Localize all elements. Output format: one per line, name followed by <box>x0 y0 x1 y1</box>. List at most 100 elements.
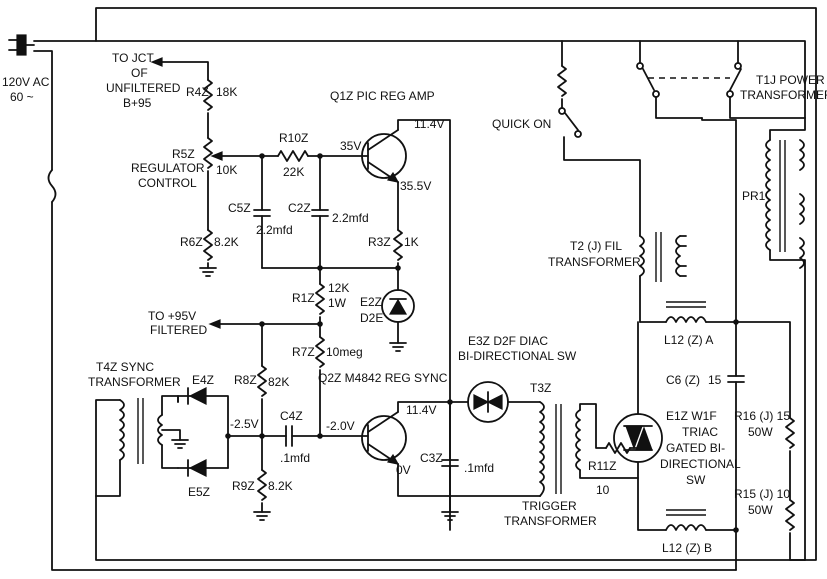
t3-label-2: TRANSFORMER <box>504 514 597 528</box>
r3-value: 1K <box>404 235 419 249</box>
r5-ref: R5Z <box>172 147 195 161</box>
t3-label-1: TRIGGER <box>522 499 577 513</box>
ground-icon <box>389 342 407 352</box>
r10-resistor-icon <box>277 150 309 162</box>
r15-ref: R15 (J) 10 <box>734 487 790 501</box>
t1-transformer-icon <box>765 139 771 251</box>
e2-type: D2E <box>360 311 383 325</box>
r6-ref: R6Z <box>180 235 203 249</box>
t3-ref: T3Z <box>530 381 551 395</box>
r11-ref: R11Z <box>588 459 616 473</box>
r9-ref: R9Z <box>232 479 255 493</box>
r10-ref: R10Z <box>279 131 308 145</box>
e1-label-2: TRIAC <box>682 425 718 439</box>
r11-resistor-icon <box>605 442 631 454</box>
e1-label-4: DIRECTIONAL <box>660 457 741 471</box>
e1-label-5: SW <box>686 473 706 487</box>
ground-icon <box>253 511 271 521</box>
t2-transformer-icon <box>639 235 645 277</box>
e1-label-1: E1Z W1F <box>666 409 717 423</box>
q1-emitter-voltage: 35.5V <box>400 179 431 193</box>
jct-label-3: UNFILTERED <box>106 81 181 95</box>
q2-collector-voltage: 11.4V <box>406 403 436 417</box>
e3-label-2: BI-DIRECTIONAL SW <box>458 349 577 363</box>
t2-label-1: T2 (J) FIL <box>570 239 622 253</box>
l12a-inductor-icon <box>665 316 707 323</box>
r8-ref: R8Z <box>234 373 257 387</box>
e4-ref: E4Z <box>192 373 214 387</box>
r8-resistor-icon <box>257 365 267 397</box>
e3-label-1: E3Z D2F DIAC <box>468 334 548 348</box>
r6-resistor-icon <box>203 229 213 261</box>
e5-diode-icon <box>188 459 207 477</box>
c2-ref: C2Z <box>288 201 311 215</box>
t1-primary-label: PR1 <box>742 189 766 203</box>
r5-desc-2: CONTROL <box>138 176 197 190</box>
l12b-ref: L12 (Z) B <box>662 541 712 555</box>
q2-emitter-voltage: 0V <box>396 463 411 477</box>
r1-resistor-icon <box>315 283 325 315</box>
r1-ref: R1Z <box>292 291 315 305</box>
t3-transformer-icon <box>539 401 545 497</box>
c3-value: .1mfd <box>464 461 494 475</box>
node-voltage: -2.5V <box>230 417 259 431</box>
c4-value: .1mfd <box>280 451 310 465</box>
r1-watt: 1W <box>328 296 347 310</box>
c5-ref: C5Z <box>228 201 251 215</box>
wire-jct <box>161 61 209 81</box>
fuse-icon <box>47 169 57 203</box>
t2-label-2: TRANSFORMER <box>548 255 641 269</box>
q2-base-voltage: -2.0V <box>326 419 355 433</box>
r3-resistor-icon <box>393 229 403 261</box>
r5-value: 10K <box>216 163 237 177</box>
l12a-ref: L12 (Z) A <box>664 333 713 347</box>
c6-ref: C6 (Z) <box>666 373 700 387</box>
jct-label-1: TO JCT <box>112 51 154 65</box>
r1-value: 12K <box>328 281 349 295</box>
r5-pot-icon <box>203 137 213 169</box>
r16-ref: R16 (J) 15 <box>734 409 790 423</box>
r7-ref: R7Z <box>292 345 315 359</box>
c3-ref: C3Z <box>420 451 443 465</box>
r7-resistor-icon <box>315 336 325 368</box>
t4-label-1: T4Z SYNC <box>96 360 154 374</box>
jct-label-2: OF <box>131 66 148 80</box>
ground-icon <box>171 439 189 449</box>
source-frequency: 60 ~ <box>10 90 34 104</box>
r4-ref: R4Z <box>186 85 209 99</box>
r4-value: 18K <box>216 85 237 99</box>
t4-transformer-icon <box>119 399 125 461</box>
t1-label-1: T1J POWER <box>756 73 825 87</box>
source-voltage: 120V AC <box>2 75 50 89</box>
e4-diode-icon <box>188 387 207 405</box>
jct-label-4: B+95 <box>123 96 152 110</box>
q2-transistor-icon <box>361 415 407 461</box>
q1-transistor-icon <box>361 133 407 179</box>
quick-on-resistor-icon <box>557 65 567 97</box>
t4-label-2: TRANSFORMER <box>88 375 181 389</box>
r16-watt: 50W <box>748 425 773 439</box>
c6-value: 15 <box>708 373 722 387</box>
r7-value: 10meg <box>326 345 363 359</box>
r15-watt: 50W <box>748 503 773 517</box>
wire-top-rail <box>33 40 806 119</box>
q1-title: Q1Z PIC REG AMP <box>330 89 435 103</box>
r11-value: 10 <box>596 483 610 497</box>
e5-ref: E5Z <box>188 485 210 499</box>
wire-upper-loop <box>95 7 817 561</box>
r10-value: 22K <box>283 165 304 179</box>
r5-desc-1: REGULATOR <box>131 161 205 175</box>
quick-on-label: QUICK ON <box>492 117 551 131</box>
ground-icon <box>441 511 459 521</box>
wire-fuse-branch <box>33 50 53 171</box>
r9-value: 8.2K <box>268 479 293 493</box>
wire-bottom-return <box>51 201 737 571</box>
jct-arrow-icon <box>150 57 163 67</box>
c4-ref: C4Z <box>280 409 303 423</box>
r9-resistor-icon <box>257 469 267 501</box>
c5-value: 2.2mfd <box>256 223 293 237</box>
r6-value: 8.2K <box>214 235 239 249</box>
r5-wiper-arrow-icon <box>210 151 223 161</box>
t1-label-2: TRANSFORMER <box>740 88 827 102</box>
c2-value: 2.2mfd <box>332 211 369 225</box>
